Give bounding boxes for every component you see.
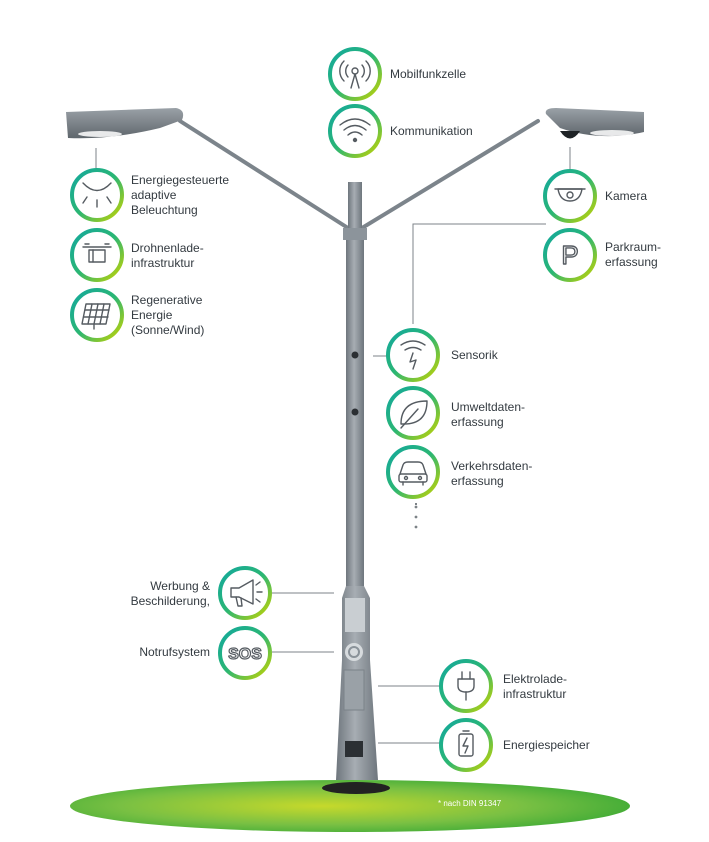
energiespeicher-ring <box>439 718 493 772</box>
kamera-ring <box>543 169 597 223</box>
kommunikation-ring <box>328 104 382 158</box>
sos-icon: SOS <box>228 645 263 663</box>
label-beleuchtung: Energiegesteuerte adaptive Beleuchtung <box>131 173 230 217</box>
charging-socket-door <box>343 669 365 711</box>
notruf-ring <box>218 626 272 680</box>
drohnen-ring <box>70 228 124 282</box>
label-drohnen: Drohnenlade- infrastruktur <box>131 241 204 270</box>
antenna-icon <box>339 60 371 89</box>
parking-icon: P <box>561 239 580 270</box>
pole-arms <box>178 119 540 230</box>
battery-icon <box>458 730 474 757</box>
umwelt-ring <box>386 386 440 440</box>
label-mobilfunkzelle: Mobilfunkzelle <box>390 67 467 81</box>
camera-icon <box>554 188 586 202</box>
pole-button-1 <box>351 351 359 359</box>
verkehr-ring <box>386 445 440 499</box>
lamp-head-left <box>66 108 184 139</box>
ground-lawn <box>70 780 630 832</box>
battery-panel <box>345 741 363 757</box>
lamp-head-right <box>545 108 644 139</box>
label-elektrolade: Elektrolade- infrastruktur <box>503 672 568 701</box>
pole-footing <box>322 782 390 794</box>
label-sensorik: Sensorik <box>451 348 498 362</box>
label-umwelt: Umweltdaten- erfassung <box>451 400 526 429</box>
solar-panel-icon <box>81 303 111 330</box>
drone-icon <box>82 243 112 263</box>
footnote-din: * nach DIN 91347 <box>438 799 502 808</box>
parking-letter: P <box>561 240 578 270</box>
label-verkehr: Verkehrsdaten- erfassung <box>451 459 533 488</box>
pole-button-2 <box>351 408 359 416</box>
wifi-icon <box>339 118 371 143</box>
more-dots <box>414 505 418 529</box>
label-werbung: Werbung & Beschilderung, <box>130 579 210 608</box>
parkraum-ring <box>543 228 597 282</box>
sos-text: SOS <box>228 646 262 663</box>
beleuchtung-ring <box>70 168 124 222</box>
pole <box>336 182 378 780</box>
lamp-light-icon <box>82 182 112 208</box>
sensor-icon <box>400 340 426 370</box>
leaf-icon <box>400 400 428 429</box>
emergency-call-button <box>345 643 363 661</box>
label-kamera: Kamera <box>605 189 648 203</box>
label-energiespeicher: Energiespeicher <box>503 738 590 752</box>
label-parkraum: Parkraum- erfassung <box>605 240 662 269</box>
plug-icon <box>457 671 475 701</box>
car-icon <box>398 461 428 486</box>
label-notruf: Notrufsystem <box>139 645 210 659</box>
werbung-ring <box>218 566 272 620</box>
megaphone-icon <box>230 579 263 607</box>
regenerativ-ring <box>70 288 124 342</box>
elektrolade-ring <box>439 659 493 713</box>
label-kommunikation: Kommunikation <box>390 124 473 138</box>
label-regenerativ: Regenerative Energie (Sonne/Wind) <box>131 293 205 337</box>
